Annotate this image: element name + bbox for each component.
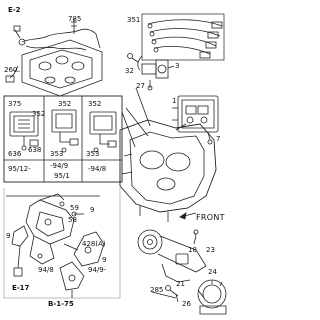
bracket-assembly	[3, 188, 121, 299]
parts-diagram: E-2 785 260 351 32 3 27 1 7 375 352 352 …	[3, 6, 227, 315]
label-23: 23	[206, 246, 215, 254]
label-785: 785	[68, 15, 81, 23]
leader-lines-right	[121, 87, 187, 148]
label-638: 638	[28, 146, 41, 154]
date-range-2b: 95/1	[54, 172, 70, 180]
label-375: 375	[8, 100, 21, 108]
label-9-b: 9	[6, 232, 10, 240]
label-353-a: 353	[50, 150, 63, 158]
module-variants-box	[3, 95, 123, 183]
label-3: 3	[175, 62, 179, 70]
callout-labels: E-2 785 260 351 32 3 27 1 7 375 352 352 …	[4, 6, 225, 308]
label-21: 21	[176, 280, 185, 288]
label-24: 24	[208, 268, 217, 276]
ignition-wire-set	[141, 13, 225, 61]
intake-manifold-harness	[5, 18, 103, 97]
label-636: 636	[8, 150, 22, 158]
label-58: 58	[68, 216, 77, 224]
label-9-a: 9	[90, 206, 94, 214]
date-range-4: 94/8	[38, 266, 54, 274]
alternator-assembly	[137, 229, 227, 315]
front-label: FRONT	[196, 213, 225, 222]
label-285: 285	[150, 286, 163, 294]
front-direction-arrow	[179, 212, 197, 220]
date-range-3: -94/8	[88, 165, 106, 173]
label-59: 59	[70, 204, 79, 212]
label-351: 351	[127, 16, 140, 24]
label-352-b: 352	[58, 100, 71, 108]
engine-block	[119, 119, 217, 222]
label-e2: E-2	[8, 6, 21, 14]
date-range-1: 95/12-	[8, 165, 31, 173]
sensor-bracket	[127, 53, 175, 91]
label-e17: E-17	[12, 284, 30, 292]
label-428a: 428(A)	[82, 240, 106, 248]
label-26: 26	[182, 300, 191, 308]
label-260: 260	[4, 66, 17, 74]
label-352-a: 352	[32, 110, 45, 118]
label-352-c: 352	[88, 100, 101, 108]
date-range-5: 94/9-	[88, 266, 107, 274]
label-7: 7	[216, 135, 220, 143]
label-1: 1	[172, 97, 176, 105]
ignition-coil-module	[172, 95, 219, 145]
label-353-b: 353	[86, 150, 99, 158]
label-27: 27	[136, 82, 145, 90]
label-18: 18	[188, 246, 197, 254]
date-range-2a: -94/9	[50, 162, 68, 170]
label-b175: B-1-75	[48, 300, 74, 308]
label-32: 32	[125, 67, 134, 75]
label-9-c: 9	[102, 256, 106, 264]
